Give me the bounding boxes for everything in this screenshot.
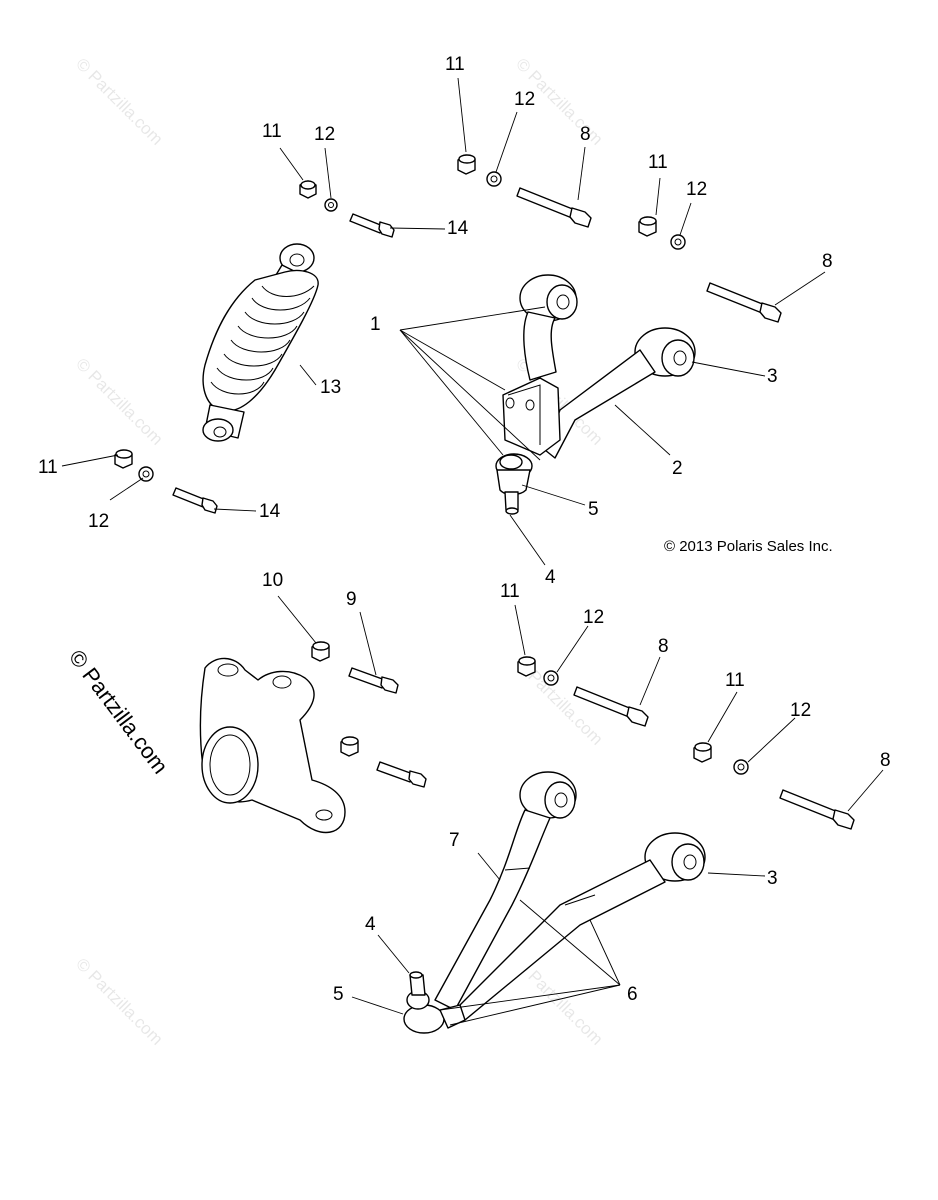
washer-12-left — [138, 466, 154, 482]
callout-14-a: 14 — [447, 218, 469, 239]
steering-knuckle — [199, 657, 346, 834]
watermarks: © Partzilla.com © Partzilla.com © Partzi… — [72, 54, 606, 1048]
bolt-14-top — [349, 213, 395, 238]
callout-11-e: 11 — [500, 581, 520, 602]
washer-12-lower-mid — [543, 670, 559, 686]
washer-12-top-right — [670, 234, 686, 250]
bolt-14-left — [172, 487, 218, 514]
callouts: 11 12 14 11 12 8 11 12 8 1 3 13 2 11 12 … — [38, 54, 891, 1005]
callout-3-upper: 3 — [767, 366, 778, 387]
callout-12-a: 12 — [314, 124, 335, 145]
callout-11-c: 11 — [648, 152, 668, 173]
bolt-8-lower-right — [779, 789, 855, 830]
callout-5-lower: 5 — [333, 984, 344, 1005]
lower-a-arm-7 — [403, 771, 706, 1034]
partzilla-brand: © Partzilla.com — [64, 645, 173, 778]
washer-12-lower-right — [733, 759, 749, 775]
callout-8-a: 8 — [580, 124, 591, 145]
washer-12-top-mid — [486, 171, 502, 187]
callout-12-c: 12 — [686, 179, 707, 200]
bolt-9-upper — [348, 667, 399, 694]
callout-10: 10 — [262, 570, 283, 591]
callout-14-b: 14 — [259, 501, 281, 522]
callout-11-d: 11 — [38, 457, 58, 478]
callout-12-f: 12 — [790, 700, 811, 721]
nut-11-lower-mid — [517, 656, 536, 677]
nut-11-top-right — [638, 216, 657, 237]
nut-11-left — [114, 449, 133, 469]
copyright-text: © 2013 Polaris Sales Inc. — [664, 538, 833, 555]
nut-11-top-left — [299, 180, 317, 199]
callout-3-lower: 3 — [767, 868, 778, 889]
callout-5-upper: 5 — [588, 499, 599, 520]
callout-12-b: 12 — [514, 89, 535, 110]
nut-11-top-mid — [457, 154, 476, 175]
leader-lines — [61, 77, 884, 1026]
bolt-8-lower-mid — [573, 686, 649, 727]
watermark-6: © Partzilla.com — [72, 954, 166, 1048]
callout-7: 7 — [449, 830, 460, 851]
washer-12-top-left — [324, 198, 338, 212]
callout-4-lower: 4 — [365, 914, 376, 935]
nut-10-lower — [340, 736, 359, 757]
nut-11-lower-right — [693, 742, 712, 763]
callout-6: 6 — [627, 984, 638, 1005]
nut-10 — [311, 641, 330, 662]
callout-8-c: 8 — [658, 636, 669, 657]
callout-1: 1 — [370, 314, 381, 335]
callout-13: 13 — [320, 377, 341, 398]
callout-11-b: 11 — [445, 54, 465, 75]
bolt-9-lower — [376, 761, 427, 788]
watermark-3: © Partzilla.com — [72, 354, 166, 448]
callout-9: 9 — [346, 589, 357, 610]
callout-4-upper: 4 — [545, 567, 556, 588]
watermark-1: © Partzilla.com — [72, 54, 166, 148]
callout-11-a: 11 — [262, 121, 282, 142]
bolt-8-top-mid — [516, 187, 592, 228]
callout-12-d: 12 — [88, 511, 109, 532]
callout-2: 2 — [672, 458, 683, 479]
callout-12-e: 12 — [583, 607, 604, 628]
shock-absorber-13 — [202, 243, 319, 442]
callout-8-b: 8 — [822, 251, 833, 272]
upper-a-arm-2 — [495, 274, 696, 515]
bolt-8-top-right — [706, 282, 782, 323]
callout-11-f: 11 — [725, 670, 745, 691]
callout-8-d: 8 — [880, 750, 891, 771]
